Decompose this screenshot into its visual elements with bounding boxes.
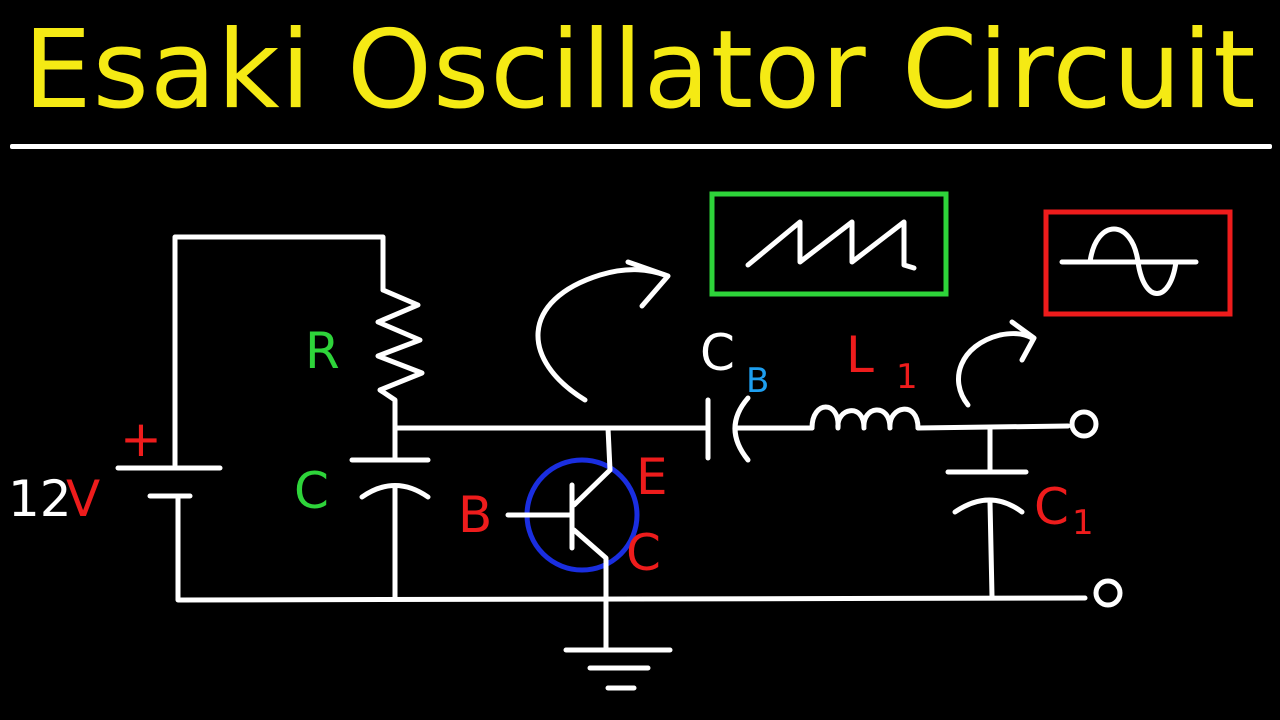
- inductor-subscript-label: 1: [896, 357, 918, 397]
- capacitor-c1-subscript-label: 1: [1072, 503, 1094, 543]
- battery-plus-label: +: [120, 410, 162, 468]
- emitter-label: E: [636, 448, 668, 506]
- sine-waveform-icon: [1087, 226, 1179, 296]
- output-terminal-top: [1069, 409, 1099, 439]
- arrow-to-sine: [956, 331, 1035, 408]
- arrow-to-sawtooth-head: [625, 259, 671, 309]
- inductor-letter-label: L: [846, 326, 874, 384]
- title-underline: [10, 144, 1272, 149]
- base-label: B: [458, 486, 492, 544]
- capacitor-c-label: C: [294, 462, 329, 520]
- resistor-label: R: [305, 322, 340, 380]
- arrow-to-sine-head: [1009, 319, 1037, 363]
- wire-c1-bottom: [987, 499, 995, 599]
- sine-box: [1043, 209, 1233, 317]
- arrow-to-sawtooth: [535, 267, 668, 403]
- wire-left-bottom: [175, 495, 1088, 603]
- sawtooth-box: [709, 191, 949, 297]
- wire-left-top: [172, 234, 386, 468]
- capacitor-cb-subscript-label: B: [746, 361, 769, 401]
- voltage-number-label: 12: [8, 470, 72, 528]
- voltage-unit-label: V: [66, 470, 100, 528]
- collector-label: C: [626, 524, 661, 582]
- page-title: Esaki Oscillator Circuit: [23, 7, 1257, 133]
- resistor-symbol: [375, 287, 425, 433]
- inductor-symbol: [809, 404, 921, 431]
- transistor-collector-lead: [571, 527, 609, 601]
- output-terminal-bottom: [1093, 578, 1123, 608]
- capacitor-c1-letter-label: C: [1034, 478, 1069, 536]
- sawtooth-waveform-icon: [745, 219, 917, 271]
- wire-inductor-to-output: [915, 423, 1071, 431]
- transistor-emitter-lead: [571, 425, 613, 508]
- capacitor-cb-letter-label: C: [700, 324, 735, 382]
